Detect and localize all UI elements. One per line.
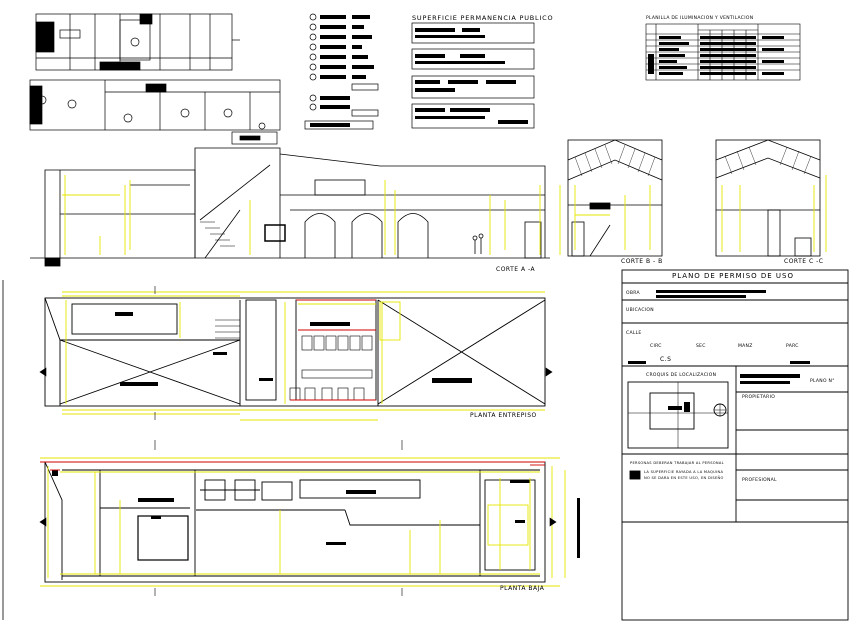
manz-label: MANZ (738, 344, 753, 349)
superficie-table (411, 22, 535, 129)
corte-bb-dimensions (559, 185, 651, 255)
planta-entrepiso-label: PLANTA ENTREPISO (470, 412, 537, 419)
top-plan-sketch-1 (35, 13, 240, 71)
note-line-3: NO SE DARA EN ESTE USO, EN DISEÑO (644, 476, 724, 480)
parc-label: PARC (786, 344, 799, 349)
circ-label: CIRC (650, 344, 662, 349)
corte-aa-section (30, 147, 550, 267)
iluminacion-table-title: PLANILLA DE ILUMINACION Y VENTILACION (646, 16, 754, 21)
top-plan-sketch-2 (29, 79, 281, 145)
planta-baja-redlines (40, 461, 545, 471)
corte-bb-label: CORTE B - B (621, 258, 663, 265)
planta-entrepiso-dimensions (62, 291, 545, 421)
cs-label: C.S (660, 356, 672, 363)
calle-label: CALLE (626, 331, 642, 336)
note-line-2: LA SUPERFICIE RAYADA A LA MAQUINA (644, 470, 724, 474)
corte-cc-label: CORTE C -C (784, 258, 824, 265)
planta-baja-dimensions (40, 457, 566, 587)
title-block-title: PLANO DE PERMISO DE USO (672, 272, 794, 280)
corte-aa-dimensions (62, 175, 541, 255)
croquis-label: CROQUIS DE LOCALIZACION (646, 373, 717, 378)
corte-aa-label: CORTE A -A (496, 266, 536, 273)
ubicacion-label: UBICACION (626, 308, 654, 313)
profesional-label: PROFESIONAL (742, 478, 777, 483)
iluminacion-table (645, 23, 801, 81)
sec-label: SEC (696, 344, 706, 349)
superficie-table-title: SUPERFICIE PERMANENCIA PUBLICO (412, 14, 554, 22)
plano-number-label: PLANO N° (810, 379, 835, 384)
section-markers (39, 286, 557, 596)
obra-label: OBRA (626, 291, 640, 296)
planta-entrepiso-plan (44, 297, 546, 407)
note-line-1: PERSONAS DEBERAN TRABAJAR AL PERSONAL (630, 461, 724, 465)
legend-list (304, 13, 379, 130)
propietario-label: PROPIETARIO (742, 395, 776, 400)
title-block-frame (621, 269, 849, 621)
title-block-redactions (628, 290, 810, 412)
planta-baja-label: PLANTA BAJA (500, 585, 545, 592)
corte-cc-section (715, 139, 821, 257)
corte-cc-dimensions (721, 175, 827, 252)
planta-entrepiso-redlines (290, 299, 376, 401)
corte-bb-section (567, 139, 663, 257)
